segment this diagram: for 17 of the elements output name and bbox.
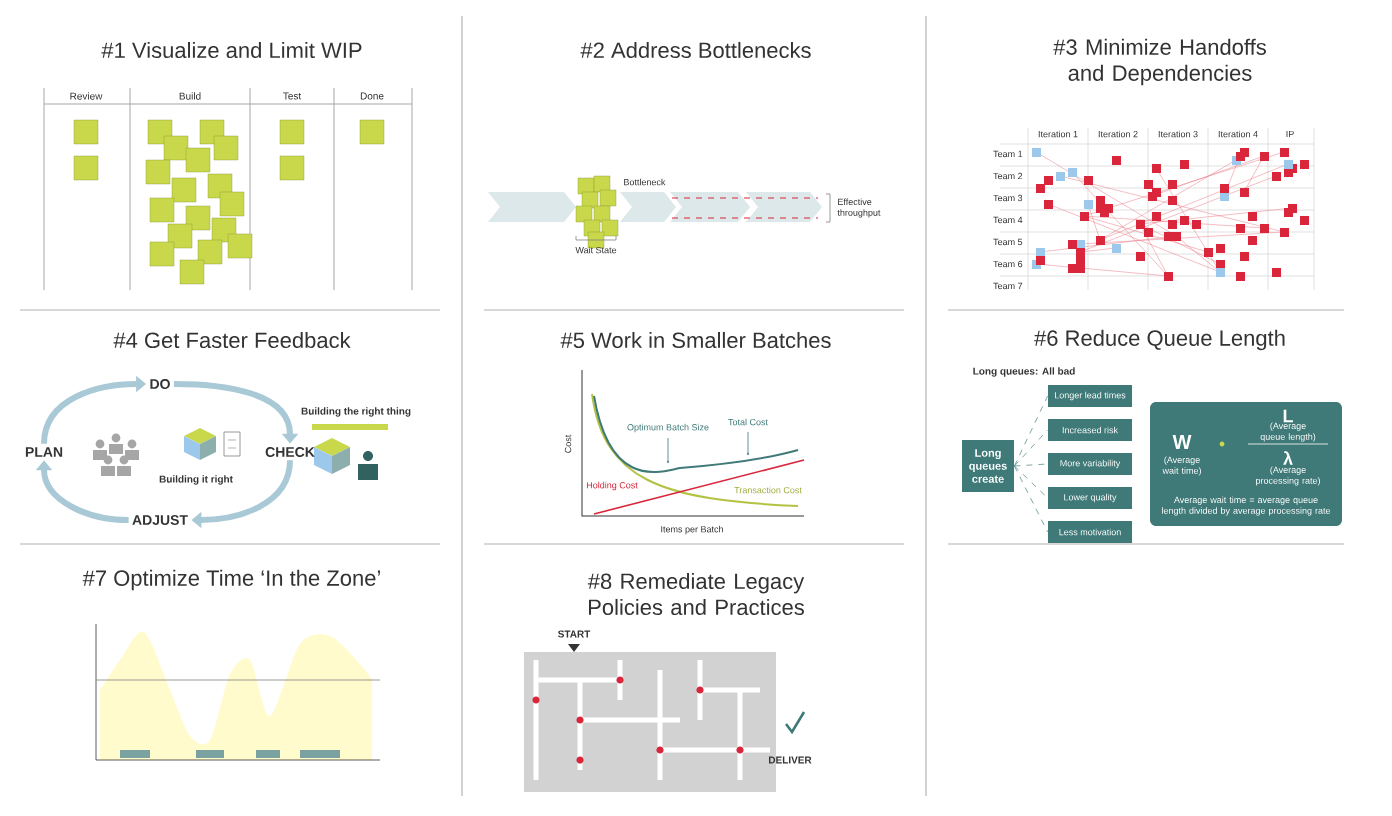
connector-line	[1014, 429, 1048, 467]
connector-line	[1014, 395, 1048, 467]
formula-symbol: W	[1172, 435, 1192, 449]
panel-title: #1 Visualize and Limit WIP	[101, 41, 362, 59]
panel-title: #2 Address Bottlenecks	[580, 41, 811, 59]
connector-line	[1014, 465, 1048, 533]
panel-title: #8 Remediate Legacy Policies and Practices	[587, 572, 805, 616]
connector-line	[1014, 463, 1048, 467]
panel-title: #4 Get Faster Feedback	[113, 331, 351, 349]
cycle-arrow	[35, 460, 129, 523]
panel-title: #7 Optimize Time ‘In the Zone’	[82, 569, 380, 591]
formula-symbol: L	[1283, 409, 1293, 423]
connector-line	[1014, 465, 1048, 499]
formula-symbol: λ	[1283, 451, 1293, 465]
panel-title: #3 Minimize Handoffs and Dependencies	[1053, 38, 1266, 86]
panel-title: #6 Reduce Queue Length	[1034, 329, 1285, 351]
panel-title: #5 Work in Smaller Batches	[560, 331, 831, 349]
